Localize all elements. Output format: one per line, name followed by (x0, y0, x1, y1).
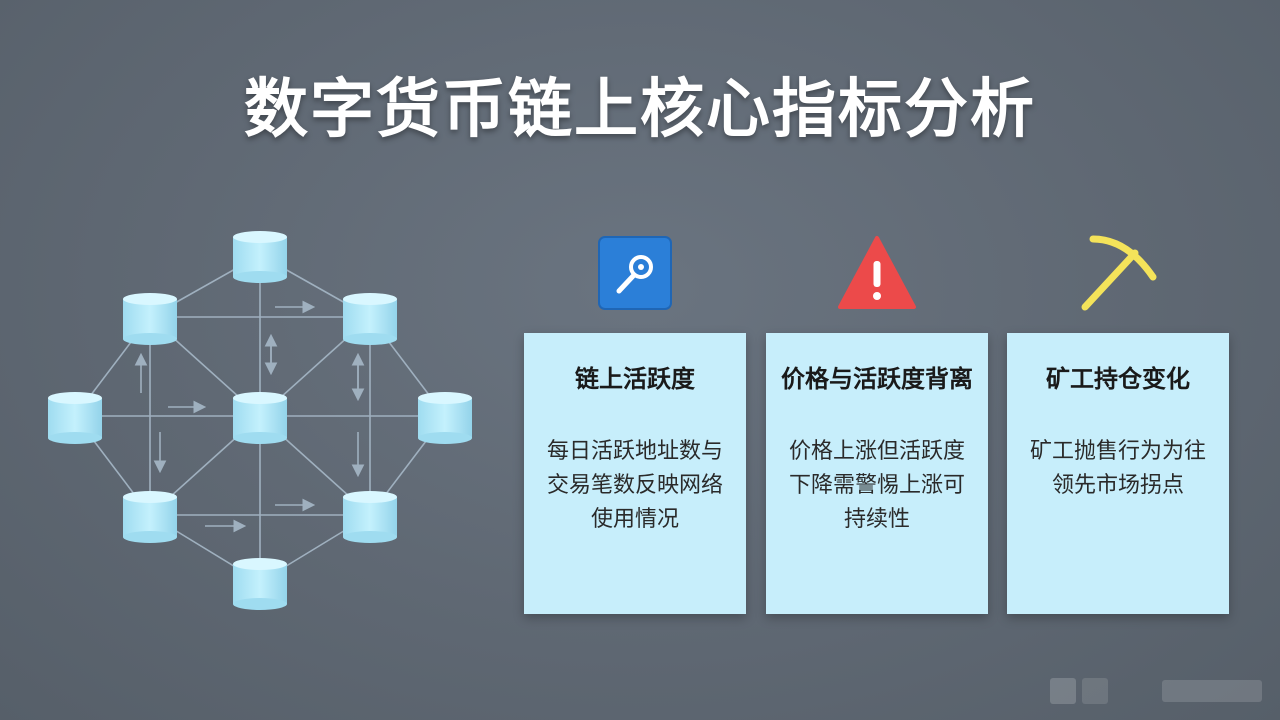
node-top (233, 231, 287, 283)
card-body: 矿工抛售行为为往领先市场拐点 (1029, 439, 1206, 498)
node-left (48, 392, 102, 444)
node-right (418, 392, 472, 444)
flow-arrows (134, 300, 365, 533)
card-body: 价格上涨但活跃度下降需警惕上涨可持续性 (788, 439, 965, 532)
node-upper-left (123, 293, 177, 345)
card-miner-holdings: 矿工持仓变化 矿工抛售行为为往领先市场拐点 (1007, 333, 1229, 614)
card-title: 矿工持仓变化 (1046, 365, 1190, 393)
card-title: 价格与活跃度背离 (781, 365, 973, 393)
card-title: 链上活跃度 (575, 365, 695, 393)
card-onchain-activity: 链上活跃度 每日活跃地址数与交易笔数反映网络使用情况 (524, 333, 746, 614)
node-lower-left (123, 491, 177, 543)
wrench-icon (597, 235, 673, 311)
warning-icon (836, 233, 918, 313)
page-title: 数字货币链上核心指标分析 (244, 73, 1036, 147)
node-lower-right (343, 491, 397, 543)
watermark-logo (1050, 678, 1262, 704)
card-price-activity-divergence: 价格与活跃度背离 价格上涨但活跃度下降需警惕上涨可持续性 (766, 333, 988, 614)
node-center (233, 392, 287, 444)
node-upper-right (343, 293, 397, 345)
network-nodes (48, 231, 472, 610)
pickaxe-icon (1077, 233, 1161, 315)
card-body: 每日活跃地址数与交易笔数反映网络使用情况 (546, 439, 723, 532)
node-bottom (233, 558, 287, 610)
